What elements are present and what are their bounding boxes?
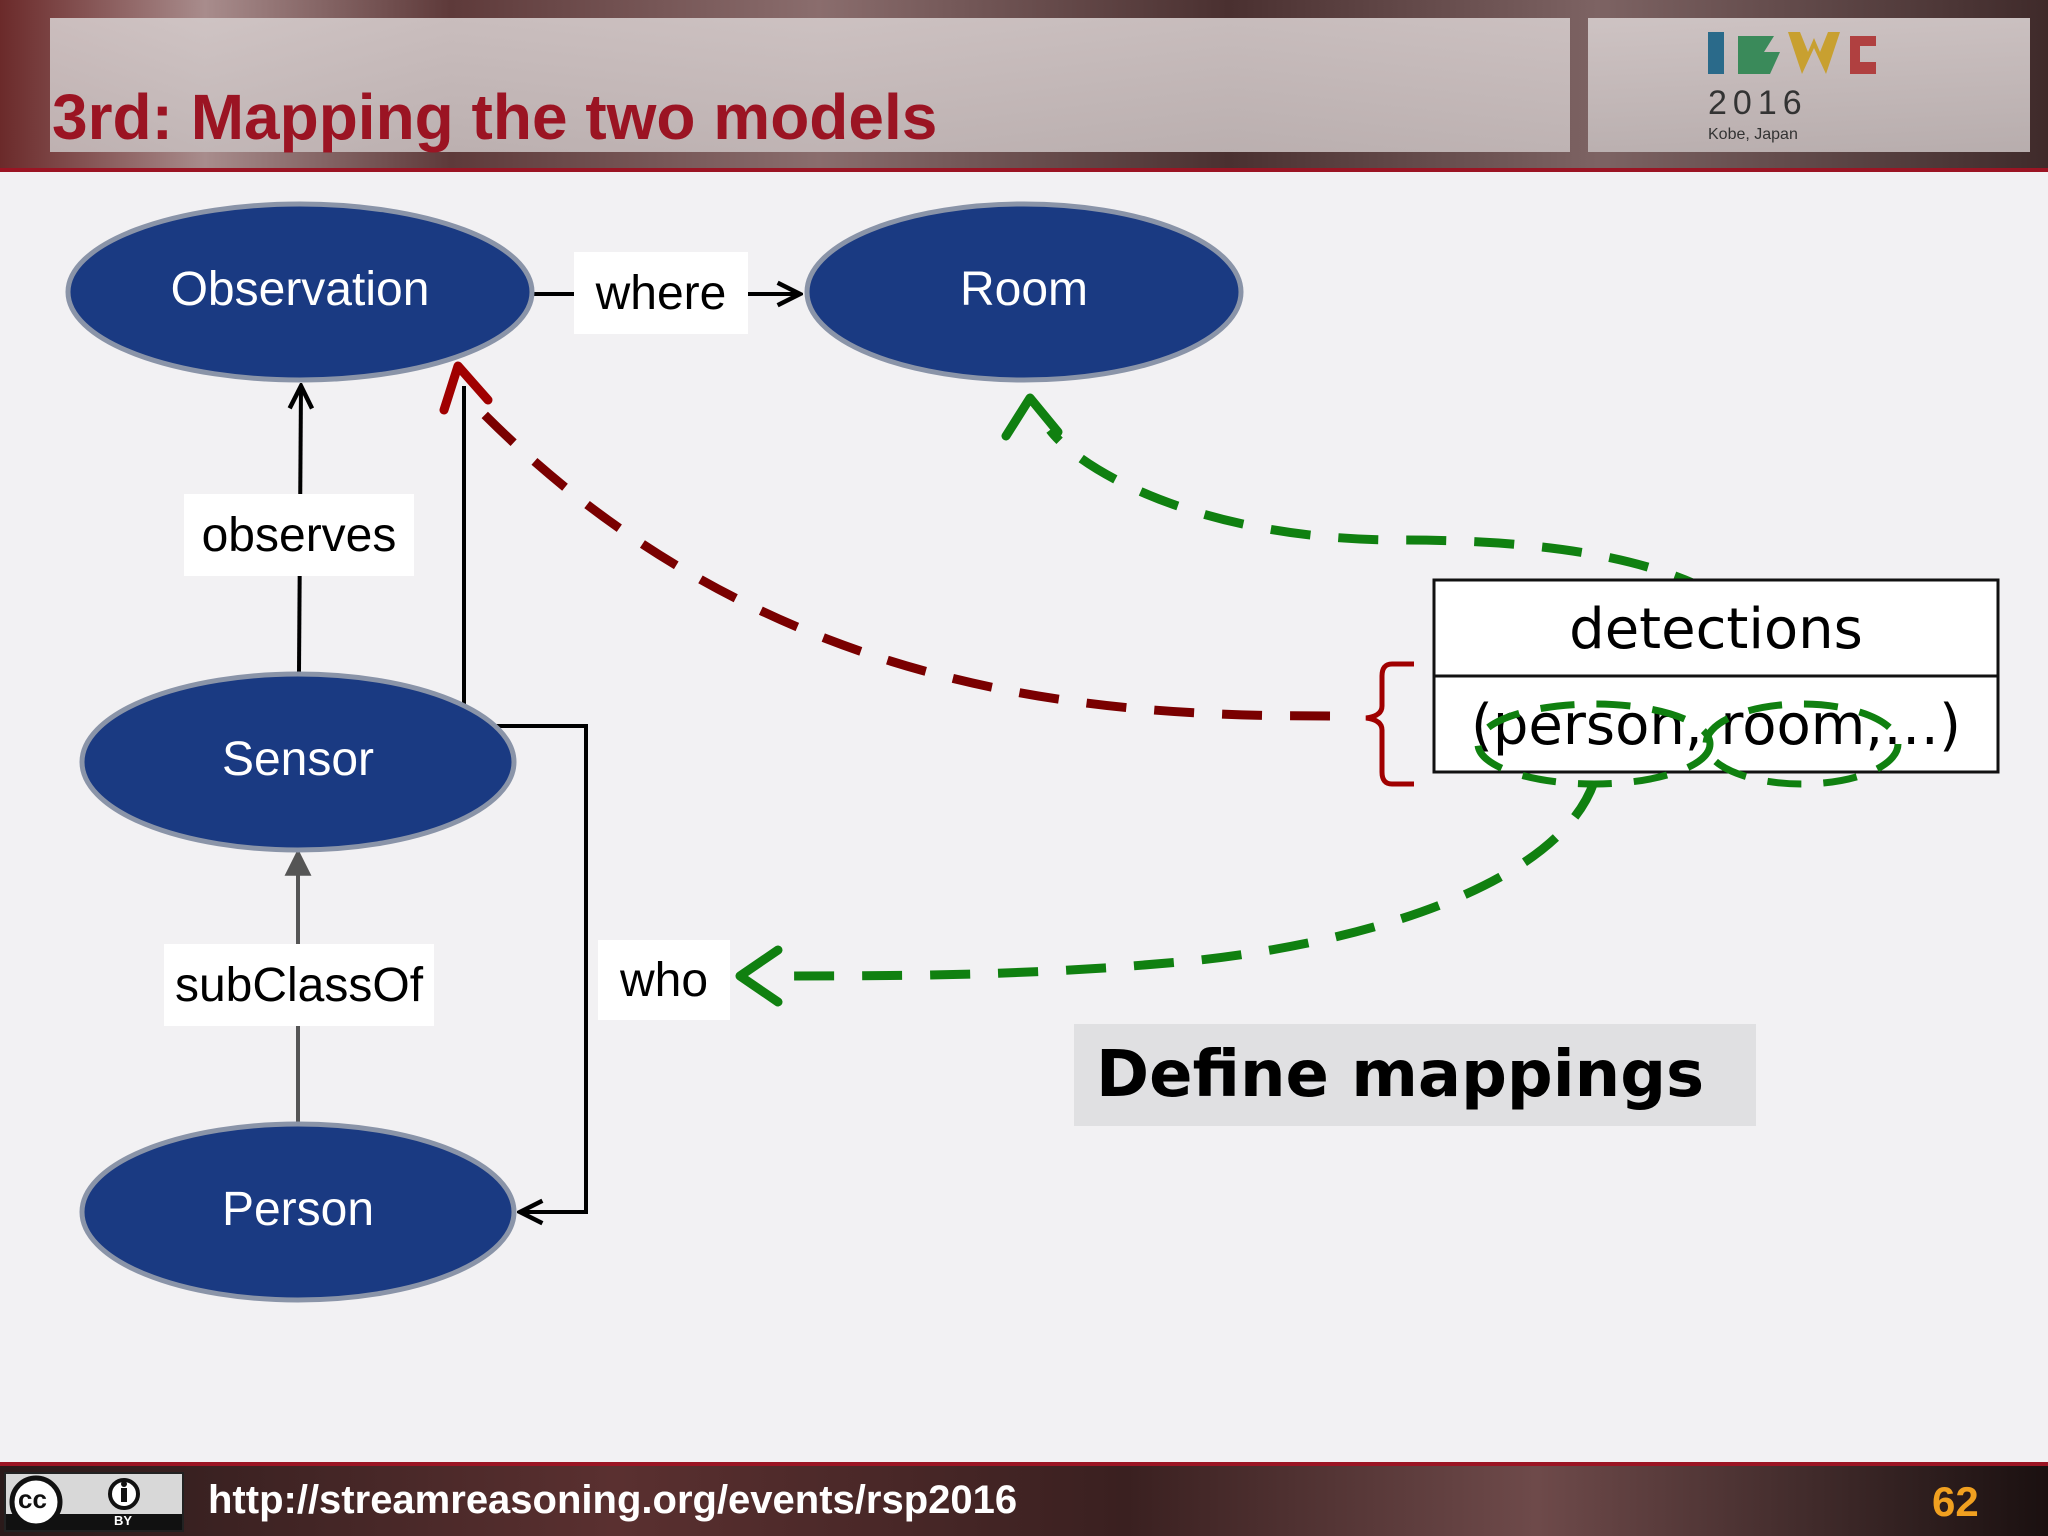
node-person [79, 1121, 517, 1303]
green-who-arrowhead [735, 945, 783, 1007]
define-mappings-callout: Define mappings [1074, 1024, 1756, 1126]
iswc-logo-mark [1708, 32, 1876, 74]
cc-by-license-badge[interactable]: cc BY [4, 1472, 184, 1532]
slide-title: 3rd: Mapping the two models [52, 81, 938, 153]
node-label-sensor: Sensor [221, 733, 375, 786]
header-rule [0, 168, 2048, 172]
node-label-person: Person [221, 1183, 375, 1236]
cc-by-icon [6, 1474, 182, 1530]
node-room [804, 201, 1244, 383]
node-observation [65, 201, 535, 383]
page-number: 62 [1932, 1478, 1979, 1525]
header-panel [50, 18, 1570, 152]
footer-rule [0, 1462, 2048, 1467]
node-sensor [79, 671, 517, 853]
green-room-arrowhead [1001, 393, 1063, 441]
cc-label: cc [18, 1484, 47, 1514]
logo-year: 2016 [1708, 84, 1808, 122]
iswc-logo: 2016 Kobe, Japan [1588, 18, 2030, 152]
by-label: BY [114, 1513, 133, 1528]
table-header: detections [1569, 596, 1863, 662]
footer-background [0, 1466, 2048, 1536]
logo-location: Kobe, Japan [1708, 126, 1798, 143]
red-mapping-arrowhead [439, 361, 493, 415]
row-brace [1365, 661, 1414, 787]
red-mapping-curve [466, 396, 1331, 721]
highlight-room [1702, 700, 1902, 788]
node-label-observation: Observation [170, 263, 430, 316]
node-label-room: Room [959, 263, 1089, 316]
edge-label-subclassof: subClassOf [164, 944, 434, 1026]
green-who-curve [769, 780, 1599, 981]
edge-label-where: where [574, 252, 748, 334]
edge-label-who: who [598, 940, 730, 1020]
edge-who [462, 386, 588, 1212]
footer-url-link[interactable]: http://streamreasoning.org/events/rsp201… [208, 1478, 1018, 1522]
green-room-curve [1046, 427, 1805, 692]
highlight-person [1474, 700, 1714, 788]
edge-label-observes: observes [184, 494, 414, 576]
